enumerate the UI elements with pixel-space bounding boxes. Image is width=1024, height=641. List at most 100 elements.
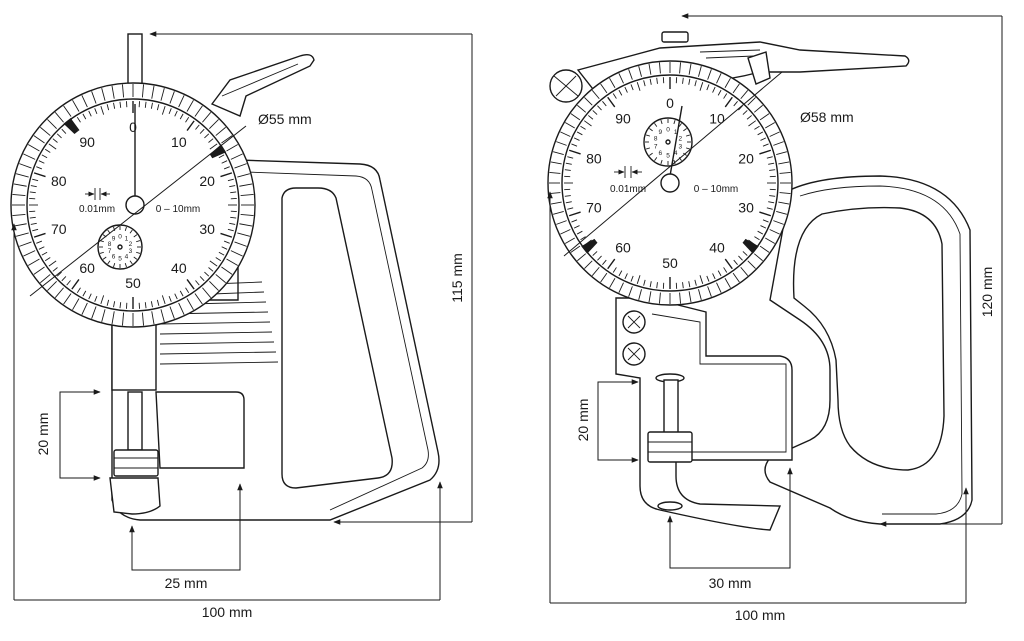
l-dial-tick <box>41 154 48 159</box>
l-dial-number: 20 <box>199 173 215 189</box>
r-knurl-mark <box>648 291 652 303</box>
l-dial-tick <box>30 185 37 188</box>
r-dial-tick <box>630 84 634 91</box>
r-knurl-mark <box>550 161 562 165</box>
r-dial-tick <box>576 131 583 136</box>
r-knurl-mark <box>600 83 608 94</box>
left-bezel-knurl <box>12 84 254 326</box>
left-resolution-label: 0.01mm <box>79 204 115 215</box>
l-dial-tick <box>29 191 36 194</box>
l-dial-tick <box>48 143 57 150</box>
l-dial-tick <box>221 160 228 164</box>
l-knurl-mark <box>226 258 239 266</box>
l-dial-tick <box>174 293 178 300</box>
l-dial-tick <box>38 160 45 164</box>
l-tolerance-marker <box>63 117 79 135</box>
l-dial-tick <box>82 113 87 120</box>
right-resolution-arrows <box>614 166 642 178</box>
r-knurl-mark <box>776 211 787 215</box>
r-knurl-mark <box>707 69 712 80</box>
r-dial-tick <box>768 201 775 204</box>
r-dial-tick <box>759 211 772 217</box>
r-counter-tick <box>654 123 658 127</box>
r-dial-tick <box>597 255 602 261</box>
left-spindle <box>127 391 143 451</box>
l-knurl-mark <box>13 183 27 187</box>
l-counter-number: 7 <box>108 248 112 255</box>
l-dial-number: 50 <box>125 275 141 291</box>
r-knurl-mark <box>638 289 642 300</box>
r-tolerance-marker <box>742 238 759 254</box>
l-knurl-mark <box>234 163 247 169</box>
l-dial-tick <box>230 216 237 219</box>
r-counter-number: 9 <box>659 129 663 136</box>
r-knurl-mark <box>570 113 581 121</box>
r-dial-tick <box>583 120 592 127</box>
l-knurl-mark <box>240 213 254 216</box>
l-knurl-mark <box>239 223 253 227</box>
r-knurl-mark <box>716 73 722 84</box>
r-dial-tick <box>699 82 704 91</box>
r-dial-tick <box>746 115 752 120</box>
r-knurl-mark <box>570 245 581 253</box>
l-knurl-mark <box>16 173 29 178</box>
l-dial-tick <box>36 166 43 170</box>
r-knurl-mark <box>560 131 571 137</box>
l-knurl-mark <box>91 306 97 319</box>
l-knurl-mark <box>12 194 26 197</box>
l-dial-tick <box>71 279 80 290</box>
l-dial-tick <box>208 138 214 143</box>
l-knurl-mark <box>160 309 165 322</box>
right-diameter-label: Ø58 mm <box>800 109 854 125</box>
l-dial-tick <box>179 113 184 120</box>
r-dial-tick <box>636 82 641 91</box>
r-dial-tick <box>688 281 691 288</box>
l-dial-tick <box>29 216 36 219</box>
r-dial-tick <box>649 78 652 85</box>
r-dial-tick <box>733 259 738 265</box>
l-dial-tick <box>66 280 71 286</box>
l-counter-tick <box>99 251 104 254</box>
right-width-label: 100 mm <box>735 607 786 623</box>
r-knurl-mark <box>747 97 756 106</box>
left-resolution-arrows <box>85 188 110 200</box>
left-frame-window <box>281 187 393 489</box>
l-knurl-mark <box>19 241 32 247</box>
r-dial-tick <box>624 273 628 280</box>
l-dial-tick <box>227 178 234 182</box>
r-knurl-mark <box>628 69 633 80</box>
r-dial-tick <box>656 282 658 289</box>
l-dial-number: 80 <box>51 173 67 189</box>
r-dial-tick <box>571 219 578 223</box>
r-dial-tick <box>656 77 658 84</box>
r-dial-tick <box>588 115 594 120</box>
l-dial-number: 60 <box>79 260 95 276</box>
right-bezel-knurl <box>549 62 791 304</box>
l-dial-tick <box>199 128 205 134</box>
l-counter-number: 1 <box>125 236 129 243</box>
r-dial-tick <box>607 258 616 270</box>
l-dial-tick <box>76 116 81 123</box>
l-knurl-mark <box>226 144 239 152</box>
l-dial-tick <box>82 290 87 297</box>
r-dial-tick <box>748 120 757 127</box>
r-dial-tick <box>565 201 572 204</box>
left-throat <box>155 391 245 469</box>
l-knurl-mark <box>40 126 51 136</box>
r-counter-tick <box>673 119 676 125</box>
l-dial-tick <box>144 302 147 309</box>
l-knurl-mark <box>141 84 144 98</box>
l-knurl-mark <box>141 312 144 326</box>
l-knurl-mark <box>47 119 57 129</box>
r-counter-tick <box>649 152 653 156</box>
right-height-label: 120 mm <box>979 267 995 318</box>
left-dial-ticks <box>29 101 237 309</box>
r-dial-tick <box>757 230 764 235</box>
l-dial-tick <box>218 154 225 159</box>
l-knurl-mark <box>23 153 36 160</box>
l-counter-tick <box>136 240 141 243</box>
r-dial-tick <box>567 156 574 159</box>
r-counter-number: 7 <box>654 144 658 151</box>
